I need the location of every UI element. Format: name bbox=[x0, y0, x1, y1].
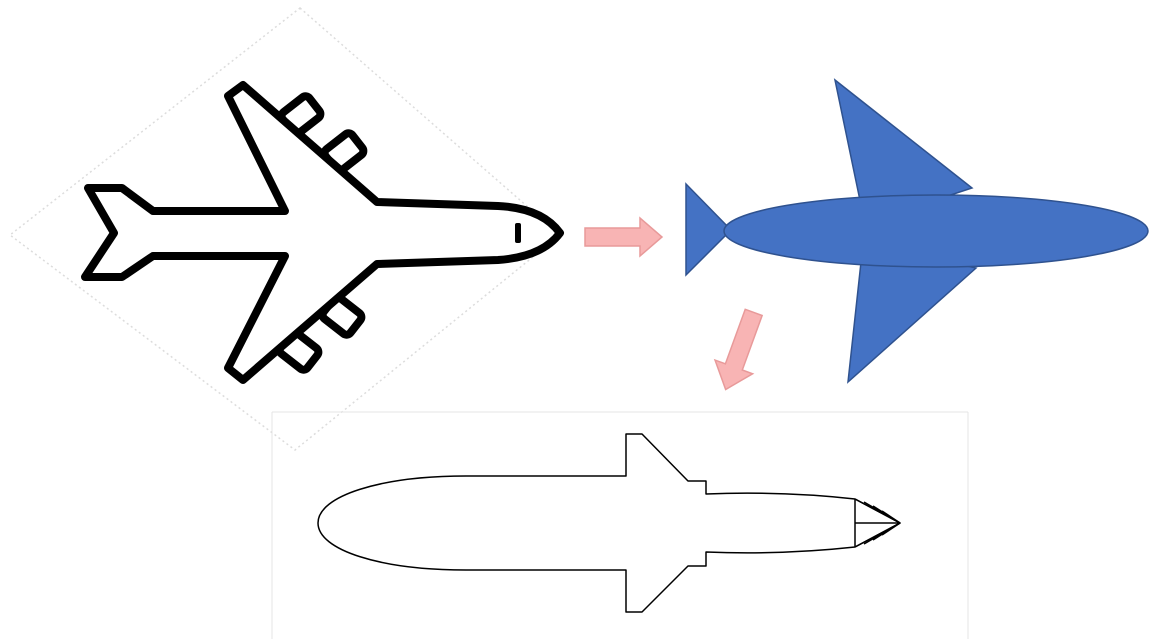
filled-lower-wing bbox=[847, 252, 978, 384]
cockpit-window bbox=[515, 223, 521, 243]
airplane-filled-shape bbox=[685, 78, 1149, 384]
icon-image-frame bbox=[8, 7, 562, 451]
filled-fuselage bbox=[723, 194, 1149, 268]
airplane-line-drawing bbox=[317, 433, 901, 613]
nose-hatching bbox=[854, 498, 901, 548]
filled-tail bbox=[685, 182, 733, 277]
airplane-outline-icon bbox=[81, 81, 564, 384]
filled-upper-wing bbox=[833, 78, 974, 211]
transition-arrow-down bbox=[713, 308, 764, 391]
transition-arrow-right bbox=[584, 216, 664, 258]
outline-fuselage bbox=[81, 81, 564, 384]
line-drawing-body bbox=[317, 433, 901, 613]
line-drawing-frame bbox=[271, 411, 969, 639]
